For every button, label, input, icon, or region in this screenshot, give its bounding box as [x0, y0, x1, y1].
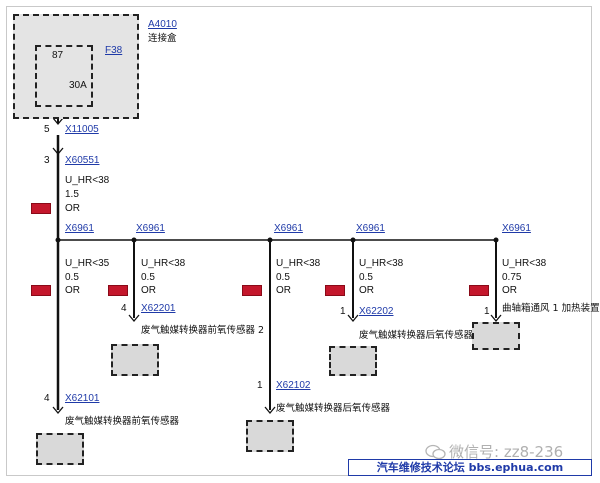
branch-5-color: OR — [502, 285, 517, 296]
branch-2-component-label: 废气触媒转换器前氧传感器 2 — [141, 325, 265, 336]
connector-arrow-heater — [490, 314, 502, 323]
connector-x60551-link[interactable]: X60551 — [65, 155, 100, 166]
branch-1-pin: 4 — [44, 393, 50, 404]
connector-x62102-link[interactable]: X62102 — [276, 380, 311, 391]
sensor-x62102-box[interactable] — [246, 420, 294, 452]
wire-tag-branch-2 — [108, 285, 128, 296]
main-wire-color: OR — [65, 203, 80, 214]
wire-tag-branch-3 — [242, 285, 262, 296]
connector-arrow-x62101 — [52, 406, 64, 415]
connector-arrow-x62102 — [264, 406, 276, 415]
branch-3-color: OR — [276, 285, 291, 296]
splice-dot-2 — [131, 237, 137, 243]
connector-arrow-x62202 — [347, 314, 359, 323]
connector-x62202-link[interactable]: X62202 — [359, 306, 394, 317]
splice-dot-5 — [493, 237, 499, 243]
branch-1-size: 0.5 — [65, 272, 79, 283]
watermark-text: 微信号: zz8-236 — [449, 443, 564, 461]
sensor-x62201-box[interactable] — [111, 344, 159, 376]
connector-x62201-link[interactable]: X62201 — [141, 303, 176, 314]
connector-arrow-x11005 — [52, 117, 64, 126]
connector-arrow-x62201 — [128, 314, 140, 323]
branch-3-pin: 1 — [257, 380, 263, 391]
splice-x6961-link-5[interactable]: X6961 — [502, 223, 531, 234]
wire-tag-branch-4 — [325, 285, 345, 296]
sensor-x62202-box[interactable] — [329, 346, 377, 376]
main-wire-size: 1.5 — [65, 189, 79, 200]
branch-4-signal: U_HR<38 — [359, 258, 404, 269]
wire-tag-branch-5 — [469, 285, 489, 296]
branch-2-color: OR — [141, 285, 156, 296]
forum-footer-banner: 汽车维修技术论坛 bbs.ephua.com — [348, 459, 592, 476]
branch-4-size: 0.5 — [359, 272, 373, 283]
module-id-link[interactable]: A4010 — [148, 19, 177, 30]
wire-tag-branch-1 — [31, 285, 51, 296]
diagram-frame — [6, 6, 592, 476]
splice-x6961-link-4[interactable]: X6961 — [356, 223, 385, 234]
fuse-f38-box — [35, 45, 93, 107]
main-wire-signal: U_HR<38 — [65, 175, 110, 186]
splice-x6961-link-2[interactable]: X6961 — [136, 223, 165, 234]
branch-5-pin: 1 — [484, 306, 490, 317]
branch-2-pin: 4 — [121, 303, 127, 314]
connector-x62101-link[interactable]: X62101 — [65, 393, 100, 404]
branch-1-signal: U_HR<35 — [65, 258, 110, 269]
branch-2-signal: U_HR<38 — [141, 258, 186, 269]
pin-in-number: 3 — [44, 155, 50, 166]
branch-3-size: 0.5 — [276, 272, 290, 283]
fuse-rating: 30A — [69, 80, 87, 91]
splice-dot-1 — [55, 237, 61, 243]
branch-4-color: OR — [359, 285, 374, 296]
splice-dot-4 — [350, 237, 356, 243]
module-name: 连接盒 — [148, 33, 177, 44]
wechat-icon — [425, 444, 446, 460]
splice-x6961-main-link[interactable]: X6961 — [65, 223, 94, 234]
sensor-x62101-box[interactable] — [36, 433, 84, 465]
branch-5-component-label: 曲轴箱通风 1 加热装置 — [502, 303, 600, 314]
wire-tag-main — [31, 203, 51, 214]
heater-component-box[interactable] — [472, 322, 520, 350]
connector-arrow-x60551 — [52, 147, 64, 156]
splice-x6961-link-3[interactable]: X6961 — [274, 223, 303, 234]
fuse-id-link[interactable]: F38 — [105, 45, 123, 56]
connector-x11005-link[interactable]: X11005 — [65, 124, 99, 135]
branch-4-component-label: 废气触媒转换器后氧传感器 2 — [359, 330, 483, 341]
splice-dot-3 — [267, 237, 273, 243]
branch-2-size: 0.5 — [141, 272, 155, 283]
branch-1-color: OR — [65, 285, 80, 296]
pin-out-number: 5 — [44, 124, 50, 135]
fuse-pin: 87 — [52, 50, 64, 61]
branch-3-component-label: 废气触媒转换器后氧传感器 — [276, 403, 391, 414]
branch-4-pin: 1 — [340, 306, 346, 317]
branch-5-signal: U_HR<38 — [502, 258, 547, 269]
branch-1-component-label: 废气触媒转换器前氧传感器 — [65, 416, 180, 427]
branch-5-size: 0.75 — [502, 272, 522, 283]
branch-3-signal: U_HR<38 — [276, 258, 321, 269]
